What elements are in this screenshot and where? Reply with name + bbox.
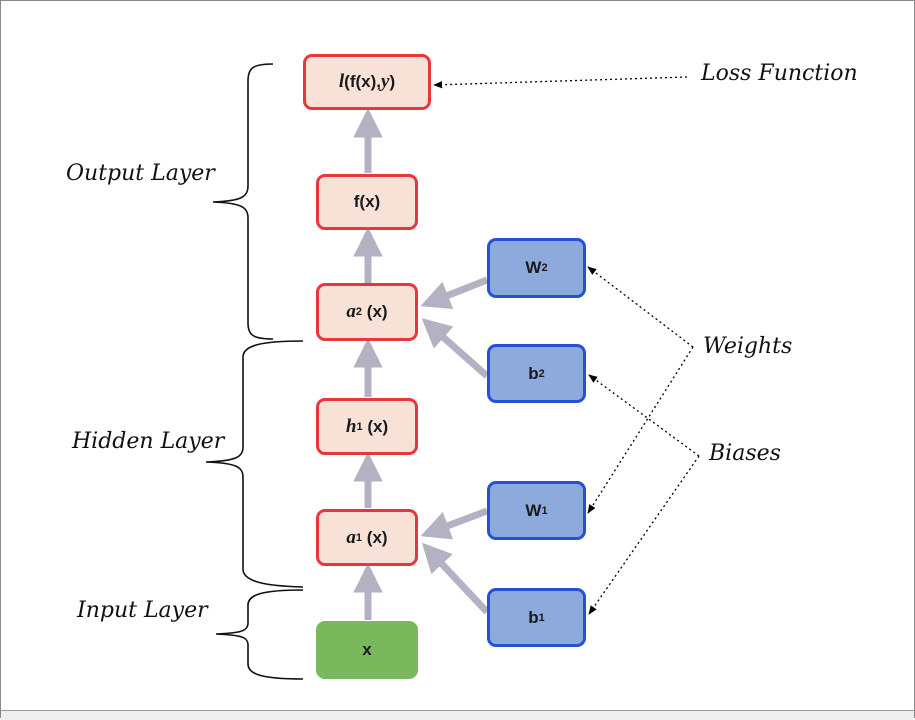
loss-args-open: (f(x), bbox=[344, 72, 381, 91]
output-layer-label: Output Layer bbox=[66, 161, 215, 186]
dotted-arrow-weights-to-W2 bbox=[587, 266, 694, 348]
arrow-b2-to-a2 bbox=[421, 318, 490, 379]
W1-base: W bbox=[525, 500, 542, 520]
b2-base: b bbox=[528, 363, 539, 383]
a1-arg: (x) bbox=[366, 527, 388, 547]
arrow-W1-to-a1 bbox=[420, 507, 489, 540]
dotted-arrow-loss bbox=[433, 76, 688, 89]
output-layer-brace bbox=[212, 63, 274, 340]
arrow-b1-to-a1 bbox=[421, 542, 490, 615]
h1-base: h bbox=[345, 415, 357, 437]
hidden-layer-label: Hidden Layer bbox=[72, 429, 225, 454]
b1-base: b bbox=[528, 607, 539, 627]
dotted-arrow-biases-to-b1 bbox=[588, 455, 700, 615]
input-layer-label: Input Layer bbox=[77, 598, 208, 623]
W2-base: W bbox=[525, 258, 542, 277]
h1-arg: (x) bbox=[367, 416, 389, 436]
a1-base: a bbox=[346, 526, 356, 548]
output-fx-text: f(x) bbox=[353, 192, 381, 211]
input-layer-brace bbox=[215, 589, 304, 680]
arrow-W2-to-a2 bbox=[420, 276, 489, 310]
loss-fn: l bbox=[338, 71, 345, 92]
loss-arg-y: y bbox=[381, 71, 390, 92]
hidden-layer-brace bbox=[205, 340, 304, 588]
biases-label: Biases bbox=[709, 441, 781, 466]
dotted-arrow-weights-to-W1 bbox=[587, 346, 694, 514]
output-fx-node: f(x) bbox=[316, 174, 418, 230]
loss-function-label: Loss Function bbox=[701, 61, 858, 86]
input-x-text: x bbox=[362, 640, 372, 659]
loss-args-close: ) bbox=[389, 72, 396, 91]
loss-node: l(f(x), y) bbox=[303, 54, 431, 110]
weights-label: Weights bbox=[703, 334, 793, 359]
a2-base: a bbox=[346, 301, 356, 322]
a2-arg: (x) bbox=[366, 302, 388, 321]
dotted-arrow-biases-to-b2 bbox=[588, 374, 700, 457]
input-x-node: x bbox=[316, 621, 418, 679]
bottom-edge-strip bbox=[1, 710, 914, 720]
